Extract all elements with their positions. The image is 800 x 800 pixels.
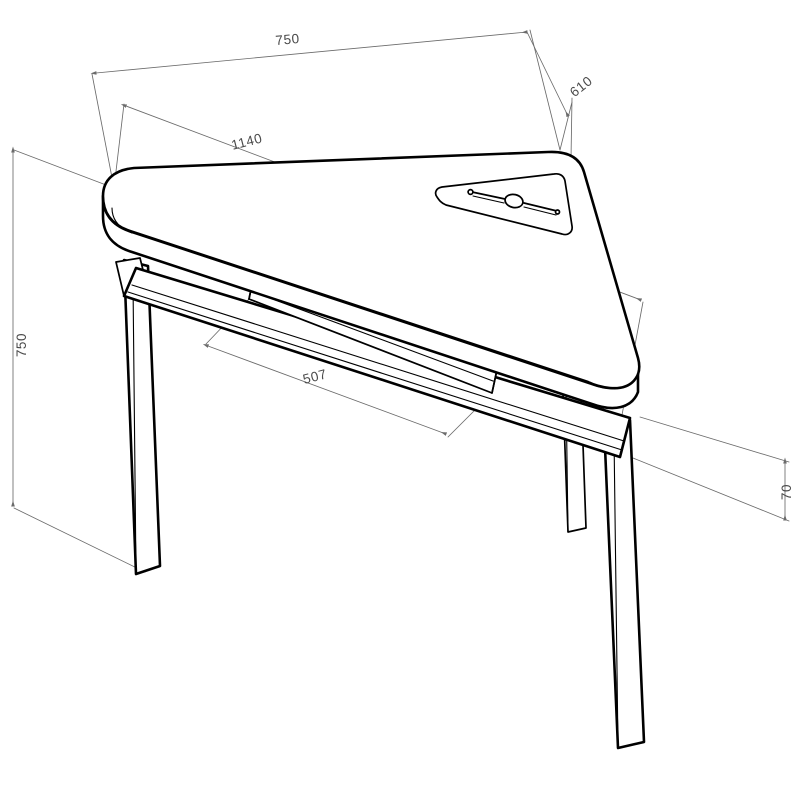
tabletop-left-corner xyxy=(111,207,133,234)
dimension-label-750-top: 750 xyxy=(275,31,301,48)
dimension-label-750-height: 750 xyxy=(14,333,29,357)
front-apron-rail xyxy=(115,257,632,459)
dimension-label-1140: 1140 xyxy=(230,130,264,152)
desk-geometry xyxy=(101,150,646,750)
cable-management-cutout xyxy=(434,172,573,236)
tabletop-right-corner xyxy=(591,381,633,389)
leg-right xyxy=(602,418,646,750)
dimension-label-610: 610 xyxy=(567,73,595,100)
dimension-label-70: 70 xyxy=(779,484,794,500)
dimension-label-507: 507 xyxy=(301,366,328,387)
cable-grommet xyxy=(467,188,561,216)
dimension-right-edge-width: 610 xyxy=(526,31,595,160)
dimension-apron-height: 70 xyxy=(627,416,794,522)
dimension-overall-height: 750 xyxy=(11,146,146,573)
